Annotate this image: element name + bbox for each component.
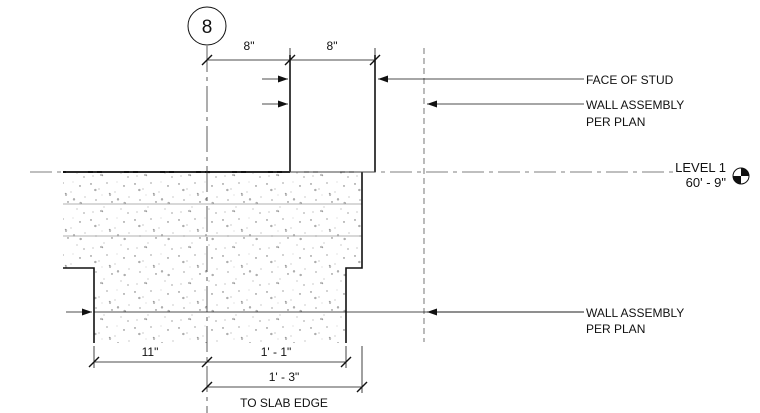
level-elevation: 60' - 9": [686, 175, 727, 190]
bottom-dimension-string: [88, 346, 368, 393]
note-wall-assembly-lower-line-1: WALL ASSEMBLY: [586, 306, 684, 320]
dimension-top-left: 8": [244, 39, 255, 53]
level-datum-icon: [732, 167, 750, 185]
note-wall-assembly-lower-line-2: PER PLAN: [586, 322, 645, 336]
dimension-bottom-mid: 1' - 1": [261, 345, 292, 359]
note-wall-assembly-upper-line-2: PER PLAN: [586, 115, 645, 129]
dimension-top-right: 8": [327, 39, 338, 53]
dimension-bottom-overall: 1' - 3": [269, 370, 300, 384]
dimension-bottom-caption: TO SLAB EDGE: [240, 396, 328, 410]
grid-bubble-8: 8: [187, 6, 227, 46]
dimension-bottom-left: 11": [142, 345, 159, 359]
grid-bubble-label: 8: [202, 17, 213, 38]
top-dimension-string: [201, 48, 381, 66]
note-face-of-stud: FACE OF STUD: [586, 73, 674, 87]
note-wall-assembly-upper-line-1: WALL ASSEMBLY: [586, 98, 684, 112]
wall-assembly-outline: [289, 55, 376, 172]
level-name: LEVEL 1: [675, 160, 726, 175]
concrete-slab: [63, 171, 375, 343]
